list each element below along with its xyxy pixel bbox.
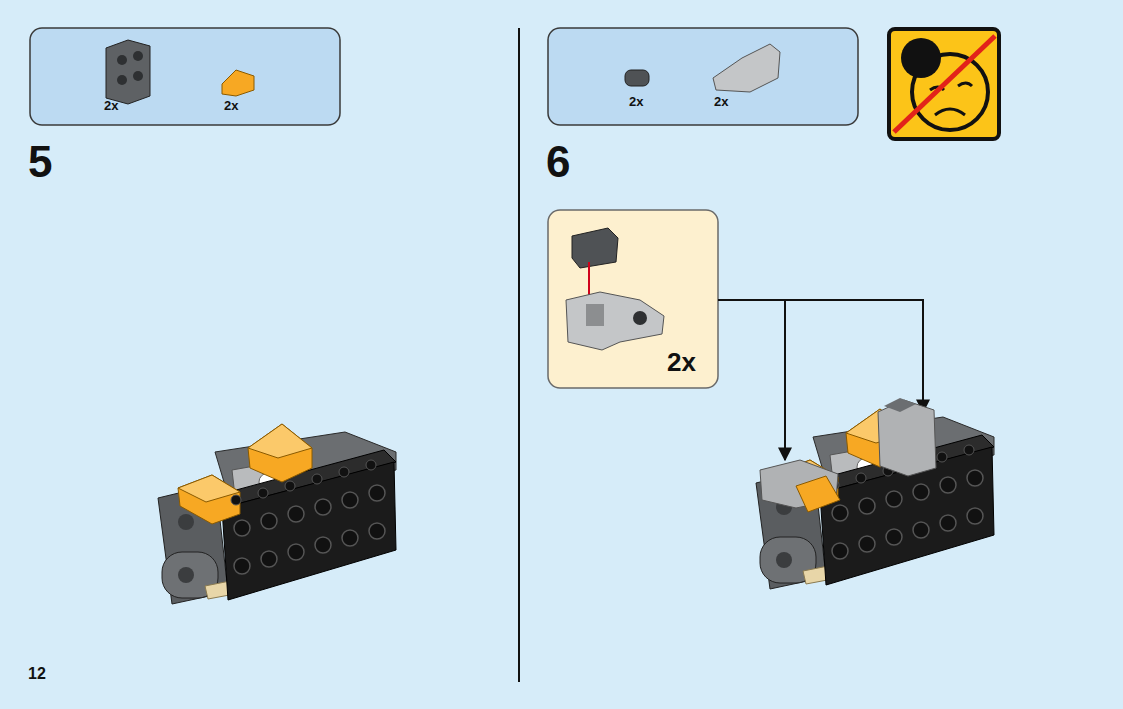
- part-quantity: 2x: [629, 95, 643, 108]
- box-shape: [30, 28, 340, 125]
- parts-list-box: 2x 2x: [548, 28, 858, 125]
- quantity-callout: 2x: [667, 349, 696, 375]
- box-shape: [548, 210, 718, 388]
- parts-list-box: 2x 2x: [30, 28, 340, 125]
- page-number: 12: [28, 666, 46, 682]
- part-quantity: 2x: [224, 99, 238, 112]
- part-quantity: 2x: [714, 95, 728, 108]
- box-shape: [548, 28, 858, 125]
- step-number: 6: [546, 140, 570, 184]
- part-quantity: 2x: [104, 99, 118, 112]
- subassembly-callout: 2x: [548, 210, 718, 388]
- step-number: 5: [28, 140, 52, 184]
